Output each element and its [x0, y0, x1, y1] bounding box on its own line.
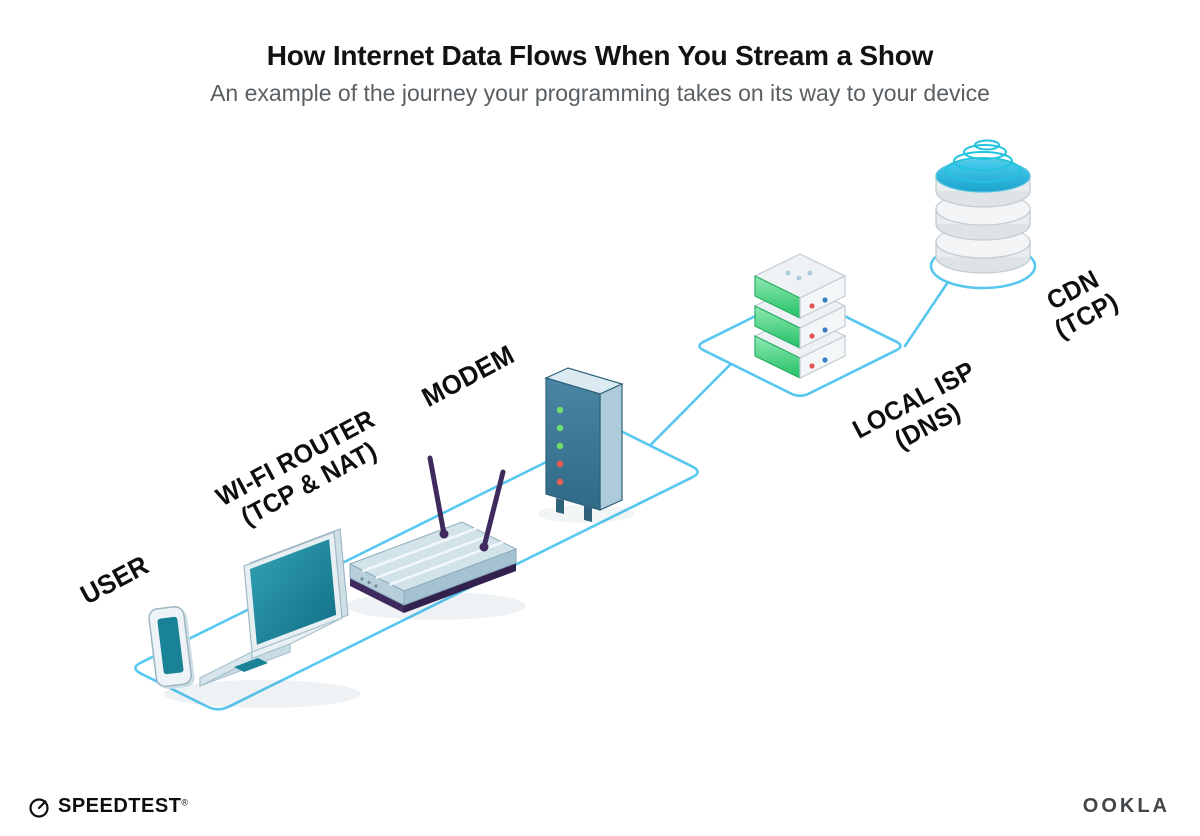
- speedtest-gauge-icon: [29, 797, 49, 818]
- router-status-dots: [360, 577, 378, 588]
- speedtest-logo: SPEEDTEST®: [28, 795, 188, 818]
- connector-modem-isp: [648, 362, 733, 447]
- page-subtitle: An example of the journey your programmi…: [210, 80, 990, 106]
- page-title: How Internet Data Flows When You Stream …: [266, 40, 934, 71]
- connector-isp-cdn: [903, 280, 950, 348]
- modem-illustration: [538, 367, 634, 523]
- ookla-wordmark: OOKLA: [1082, 795, 1170, 817]
- user-devices-illustration: [148, 528, 360, 708]
- laptop-trackpad: [234, 658, 268, 672]
- phone-illustration: [148, 606, 195, 690]
- server-vent-dots: [785, 270, 813, 281]
- speedtest-trademark: ®: [181, 797, 189, 808]
- ookla-logo: OOKLA: [1083, 795, 1170, 818]
- router-antennas: [427, 455, 506, 550]
- isp-server-illustration: [753, 253, 847, 379]
- cdn-illustration: [935, 139, 1031, 274]
- laptop-illustration: [199, 528, 349, 687]
- router-illustration: [346, 455, 526, 620]
- speedtest-wordmark: SPEEDTEST: [58, 795, 182, 817]
- modem-led-lights: [556, 406, 564, 486]
- cdn-swirl-icon: [945, 139, 1021, 183]
